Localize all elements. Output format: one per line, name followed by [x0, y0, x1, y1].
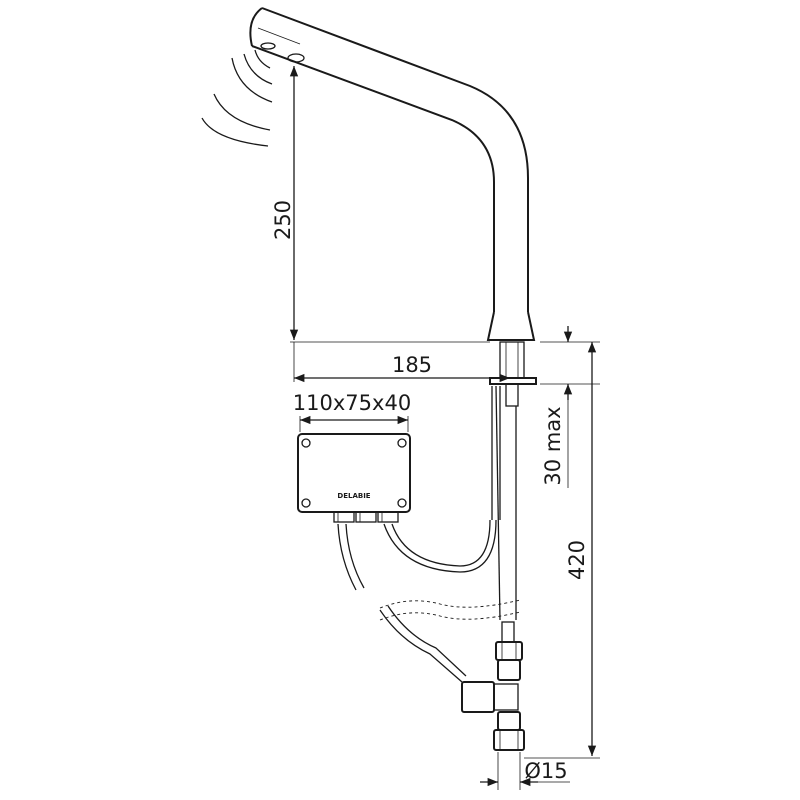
mounting-assembly [489, 341, 537, 621]
dim-30max: 30 max [540, 326, 600, 488]
dim-420-label: 420 [565, 540, 589, 580]
dim-185: 185 [293, 342, 510, 383]
solenoid-valve [461, 621, 525, 751]
dim-diameter: Ø15 [480, 752, 570, 790]
fixing-plate [489, 377, 537, 385]
control-box: DELABIE [297, 433, 411, 523]
faucet-spout [249, 7, 536, 341]
hex-nut-upper [495, 641, 523, 661]
threaded-shank [499, 341, 525, 379]
break-lines [379, 599, 521, 621]
dim-250-label: 250 [271, 200, 295, 240]
solenoid-coil [461, 681, 495, 713]
dim-30max-label: 30 max [541, 406, 565, 485]
dim-185-label: 185 [392, 353, 432, 377]
dim-420: 420 [524, 342, 600, 759]
brand-label: DELABIE [337, 492, 370, 500]
dim-diameter-label: Ø15 [524, 759, 567, 783]
dim-box-label: 110x75x40 [293, 391, 411, 415]
hex-nut-lower [493, 729, 525, 751]
dim-box: 110x75x40 [293, 391, 411, 432]
aerator [287, 53, 305, 63]
box-cables [337, 519, 497, 683]
sensor-waves [201, 49, 273, 147]
faucet-base [486, 311, 536, 341]
sensor-window [260, 42, 276, 50]
dim-250: 250 [271, 66, 490, 343]
